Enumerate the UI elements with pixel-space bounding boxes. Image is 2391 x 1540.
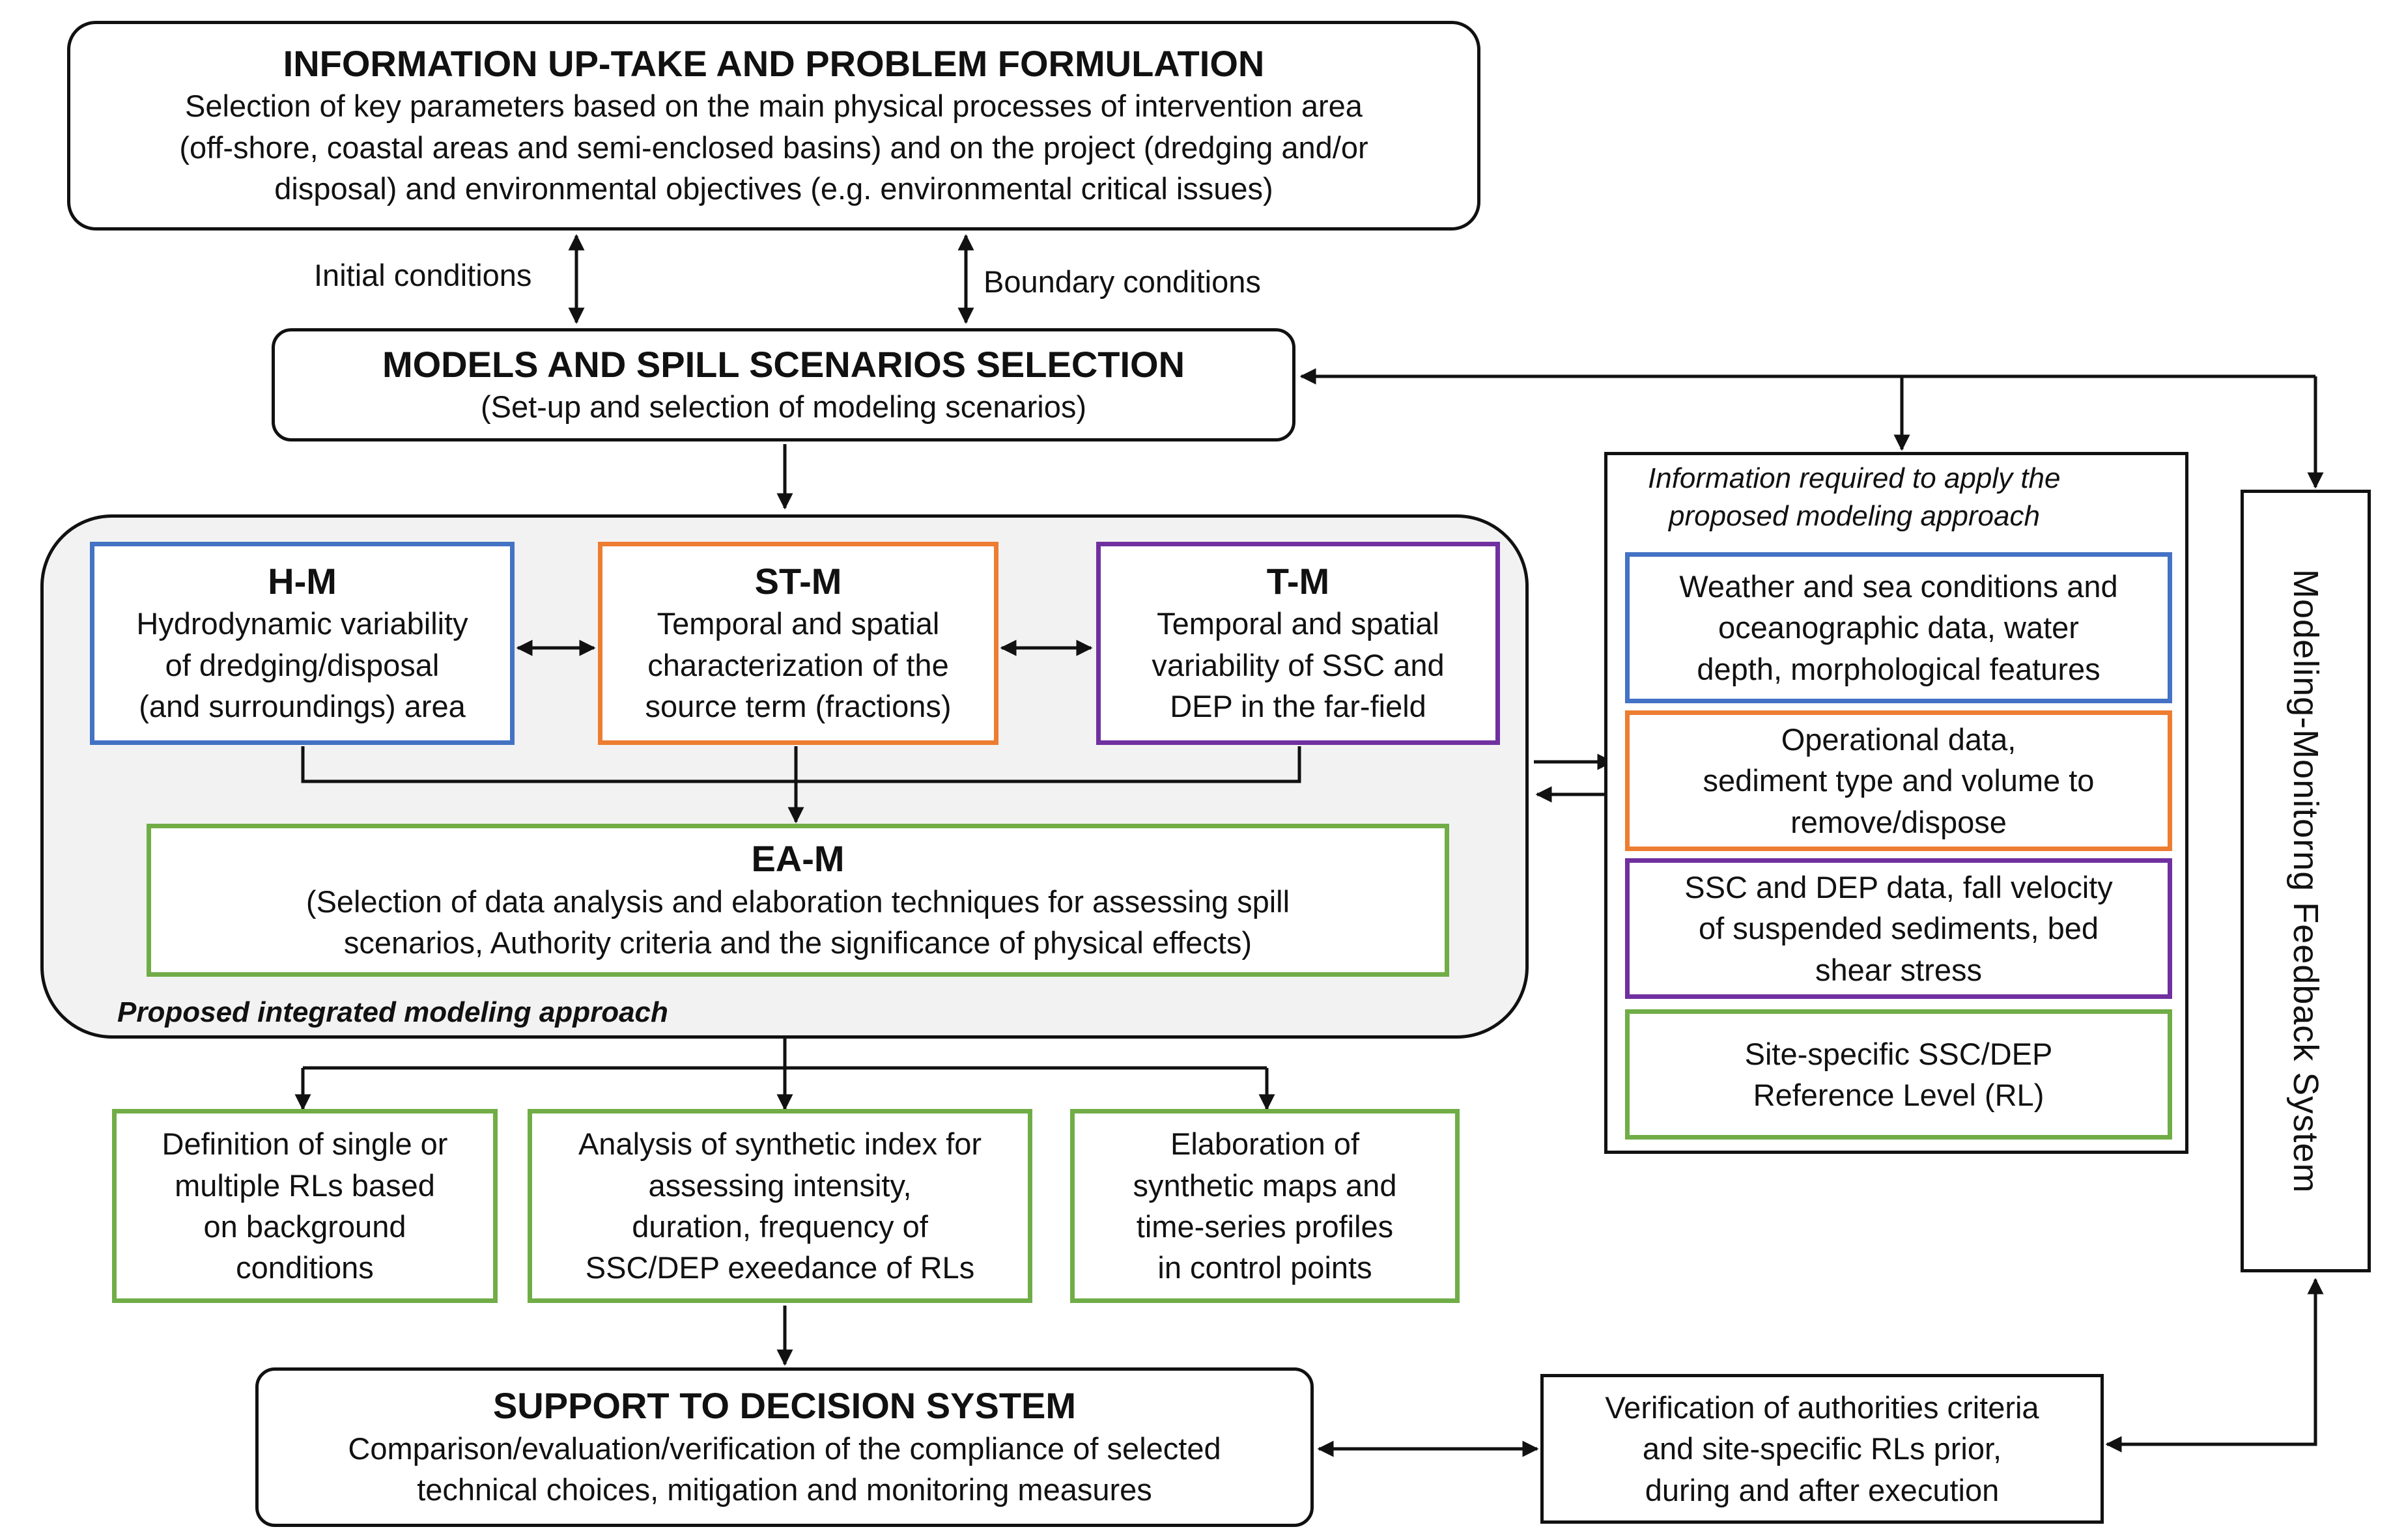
stm-line2: characterization of the — [647, 647, 949, 682]
support-line2: technical choices, mitigation and monito… — [417, 1472, 1152, 1507]
tm-title: T-M — [1266, 561, 1330, 602]
info-header-line2: proposed modeling approach — [1669, 500, 2040, 532]
support-line1: Comparison/evaluation/verification of th… — [348, 1431, 1221, 1466]
verification-box: Verification of authorities criteria and… — [1540, 1374, 2104, 1524]
verification-feedback-line — [2105, 1278, 2324, 1453]
maps-line2: synthetic maps and — [1133, 1168, 1397, 1203]
operational-line1: Operational data, — [1781, 721, 2016, 757]
information-uptake-box: INFORMATION UP-TAKE AND PROBLEM FORMULAT… — [67, 21, 1480, 231]
models-selection-box: MODELS AND SPILL SCENARIOS SELECTION (Se… — [272, 328, 1295, 441]
site-specific-rl-box: Site-specific SSC/DEP Reference Level (R… — [1625, 1009, 2172, 1140]
maps-line1: Elaboration of — [1170, 1127, 1360, 1162]
ssc-line1: SSC and DEP data, fall velocity — [1684, 869, 2113, 904]
weather-line2: oceanographic data, water — [1718, 610, 2079, 645]
hm-line3: (and surroundings) area — [139, 689, 466, 724]
eam-title: EA-M — [751, 838, 845, 880]
eam-box: EA-M (Selection of data analysis and ela… — [147, 824, 1449, 977]
rl-line2: multiple RLs based — [175, 1168, 435, 1203]
verification-line2: and site-specific RLs prior, — [1642, 1431, 2002, 1466]
feedback-system-label: Modeling-Monitorng Feedback System — [2286, 568, 2325, 1194]
synthetic-maps-box: Elaboration of synthetic maps and time-s… — [1070, 1109, 1460, 1303]
boundary-conditions-label: Boundary conditions — [983, 264, 1261, 299]
index-line3: duration, frequency of — [632, 1209, 928, 1244]
information-uptake-line2: (off-shore, coastal areas and semi-enclo… — [179, 130, 1368, 165]
initial-conditions-label: Initial conditions — [314, 258, 532, 292]
hm-to-eam-line — [301, 746, 1301, 783]
index-line4: SSC/DEP exeedance of RLs — [585, 1250, 975, 1285]
maps-line3: time-series profiles — [1136, 1209, 1394, 1244]
operational-line2: sediment type and volume to — [1703, 763, 2095, 798]
info-header-line1: Information required to apply the — [1648, 462, 2061, 494]
index-line1: Analysis of synthetic index for — [578, 1127, 982, 1162]
tm-line2: variability of SSC and — [1152, 647, 1445, 682]
index-line2: assessing intensity, — [648, 1168, 912, 1203]
ssc-line2: of suspended sediments, bed — [1698, 911, 2099, 946]
support-decision-title: SUPPORT TO DECISION SYSTEM — [492, 1385, 1077, 1427]
hm-line2: of dredging/disposal — [165, 647, 440, 682]
weather-line3: depth, morphological features — [1697, 651, 2101, 686]
rl-line1: Definition of single or — [162, 1127, 448, 1162]
ssc-dep-data-box: SSC and DEP data, fall velocity of suspe… — [1625, 858, 2172, 999]
stm-line3: source term (fractions) — [645, 689, 952, 724]
site-line2: Reference Level (RL) — [1753, 1078, 2044, 1112]
information-uptake-line1: Selection of key parameters based on the… — [185, 89, 1363, 124]
eam-line1: (Selection of data analysis and elaborat… — [305, 884, 1290, 919]
hm-box: H-M Hydrodynamic variability of dredging… — [90, 542, 515, 745]
ssc-line3: shear stress — [1815, 952, 1982, 987]
rl-line3: on background — [203, 1209, 406, 1244]
integrated-panel-caption: Proposed integrated modeling approach — [117, 996, 668, 1028]
information-uptake-line3: disposal) and environmental objectives (… — [274, 171, 1273, 206]
models-selection-title: MODELS AND SPILL SCENARIOS SELECTION — [382, 343, 1185, 385]
maps-line4: in control points — [1157, 1250, 1372, 1285]
weather-data-box: Weather and sea conditions and oceanogra… — [1625, 552, 2172, 703]
synthetic-index-box: Analysis of synthetic index for assessin… — [528, 1109, 1032, 1303]
tm-line1: Temporal and spatial — [1157, 606, 1439, 641]
stm-title: ST-M — [754, 561, 842, 602]
information-uptake-title: INFORMATION UP-TAKE AND PROBLEM FORMULAT… — [283, 43, 1265, 85]
operational-data-box: Operational data, sediment type and volu… — [1625, 710, 2172, 851]
hm-title: H-M — [268, 561, 337, 602]
tm-box: T-M Temporal and spatial variability of … — [1096, 542, 1500, 745]
eam-line2: scenarios, Authority criteria and the si… — [343, 925, 1252, 960]
tm-line3: DEP in the far-field — [1170, 689, 1426, 724]
rl-definition-box: Definition of single or multiple RLs bas… — [112, 1109, 498, 1303]
verification-line1: Verification of authorities criteria — [1605, 1390, 2039, 1425]
site-line1: Site-specific SSC/DEP — [1744, 1036, 2053, 1071]
rl-line4: conditions — [236, 1250, 374, 1285]
feedback-system-box: Modeling-Monitorng Feedback System — [2241, 490, 2371, 1272]
support-decision-box: SUPPORT TO DECISION SYSTEM Comparison/ev… — [255, 1367, 1314, 1527]
hm-line1: Hydrodynamic variability — [136, 606, 468, 641]
verification-line3: during and after execution — [1645, 1472, 2000, 1507]
stm-line1: Temporal and spatial — [657, 606, 940, 641]
operational-line3: remove/dispose — [1790, 804, 2007, 839]
stm-box: ST-M Temporal and spatial characterizati… — [598, 542, 998, 745]
weather-line1: Weather and sea conditions and — [1679, 568, 2118, 604]
models-selection-subtitle: (Set-up and selection of modeling scenar… — [480, 389, 1087, 424]
